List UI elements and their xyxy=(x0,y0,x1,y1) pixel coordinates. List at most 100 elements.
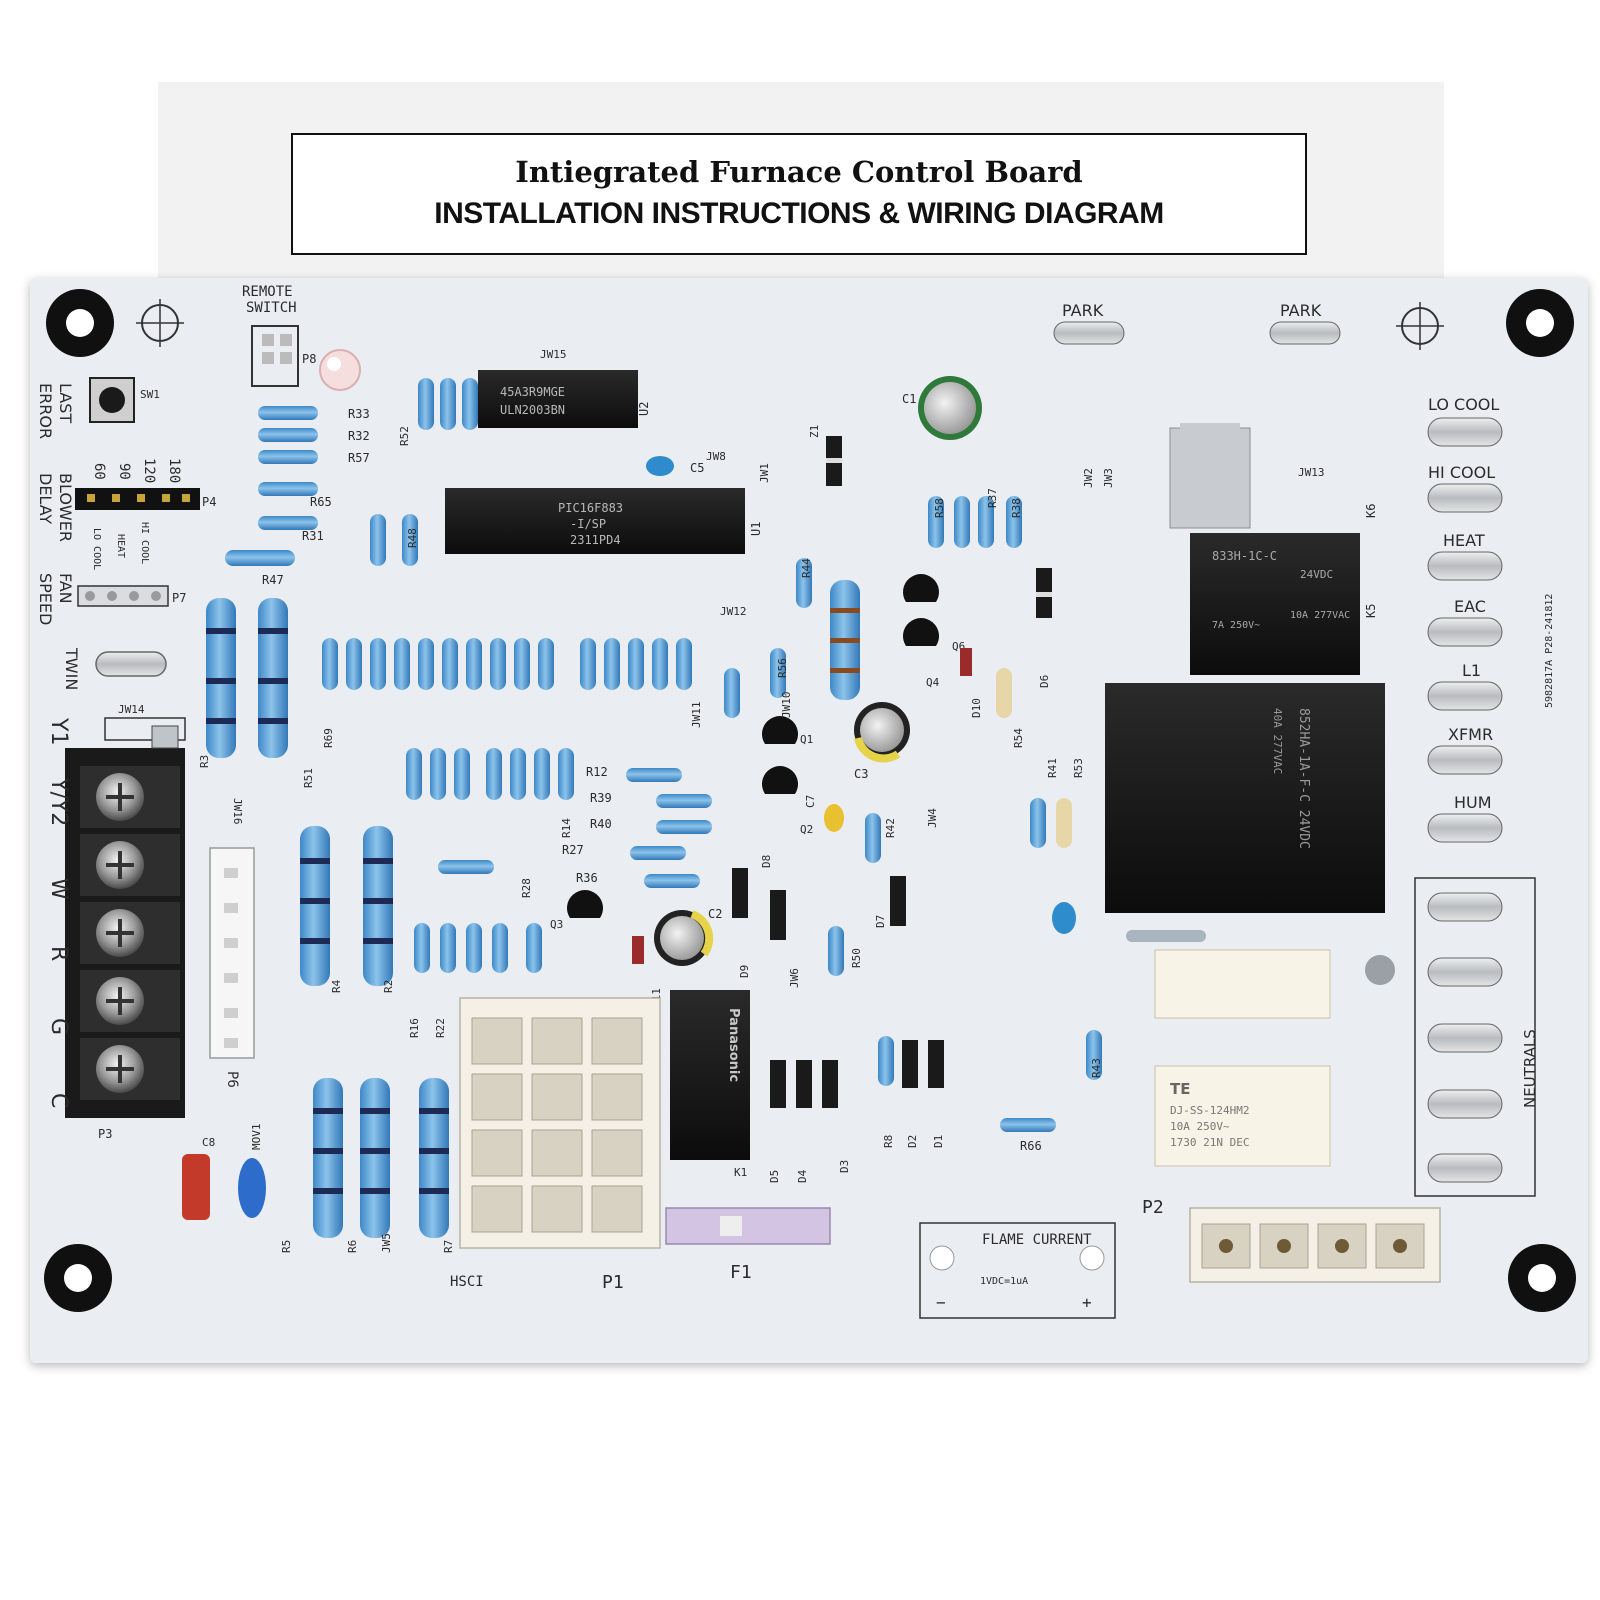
svg-text:R65: R65 xyxy=(310,495,332,509)
svg-text:+: + xyxy=(1082,1293,1092,1312)
svg-text:Panasonic: Panasonic xyxy=(726,1008,741,1082)
ic-u1: PIC16F883 -I/SP 2311PD4 U1 xyxy=(445,488,763,554)
page-subtitle: INSTALLATION INSTRUCTIONS & WIRING DIAGR… xyxy=(434,197,1164,230)
svg-text:HI COOL: HI COOL xyxy=(139,522,150,564)
terminal-eac: EAC xyxy=(1454,597,1486,616)
terminal-y1: Y1 xyxy=(46,717,71,745)
svg-text:F1: F1 xyxy=(730,1262,752,1283)
svg-text:R58: R58 xyxy=(933,498,946,518)
terminal-heat: HEAT xyxy=(1443,531,1485,550)
svg-text:60: 60 xyxy=(91,463,107,480)
svg-text:D5: D5 xyxy=(768,1170,781,1183)
svg-text:P4: P4 xyxy=(202,495,216,509)
connector-p1: HSCI P1 xyxy=(450,997,661,1293)
label-error: ERROR xyxy=(36,383,55,439)
svg-text:SW1: SW1 xyxy=(140,388,160,401)
svg-text:JW12: JW12 xyxy=(720,605,747,618)
svg-text:U2: U2 xyxy=(637,402,651,416)
label-speed: SPEED xyxy=(36,573,55,625)
svg-text:R33: R33 xyxy=(348,407,370,421)
svg-text:10A 250V~: 10A 250V~ xyxy=(1170,1120,1230,1133)
svg-text:R44: R44 xyxy=(800,558,813,578)
svg-text:C1: C1 xyxy=(902,392,916,406)
relay-k1: Panasonic K1 xyxy=(670,990,750,1179)
svg-text:R41: R41 xyxy=(1046,758,1059,778)
svg-text:DJ-SS-124HM2: DJ-SS-124HM2 xyxy=(1170,1104,1249,1117)
svg-text:C8: C8 xyxy=(202,1136,215,1149)
svg-text:JW5: JW5 xyxy=(380,1233,393,1253)
svg-text:TE: TE xyxy=(1170,1080,1190,1098)
svg-text:HSCI: HSCI xyxy=(450,1274,484,1290)
svg-text:R7: R7 xyxy=(442,1240,455,1253)
resistor-array-middle xyxy=(322,378,1102,1132)
svg-text:1730 21N DEC: 1730 21N DEC xyxy=(1170,1136,1249,1149)
svg-text:R48: R48 xyxy=(406,528,419,548)
svg-text:90: 90 xyxy=(116,463,132,480)
svg-text:R12: R12 xyxy=(586,765,608,779)
svg-text:K5: K5 xyxy=(1364,604,1378,618)
svg-text:U1: U1 xyxy=(749,522,763,536)
svg-text:R31: R31 xyxy=(302,529,324,543)
park-terminals: PARK PARK xyxy=(1053,301,1341,345)
terminal-hum: HUM xyxy=(1454,793,1492,812)
svg-text:P2: P2 xyxy=(1142,1197,1164,1218)
svg-text:C2: C2 xyxy=(708,907,722,921)
svg-text:PARK: PARK xyxy=(1280,301,1322,320)
svg-text:K6: K6 xyxy=(1364,504,1378,518)
svg-text:R51: R51 xyxy=(302,768,315,788)
terminal-lo-cool: LO COOL xyxy=(1428,395,1499,414)
svg-text:R5: R5 xyxy=(280,1240,293,1253)
connector-p2: P2 xyxy=(1142,1197,1441,1283)
last-error-button[interactable]: SW1 xyxy=(89,377,160,423)
svg-text:D1: D1 xyxy=(932,1135,945,1148)
svg-text:D8: D8 xyxy=(760,855,773,868)
relay-k5: 833H-1C-C 24VDC 7A 250V~ 10A 277VAC K5 K… xyxy=(1169,423,1378,675)
terminal-y-y2: Y/Y2 xyxy=(46,777,71,826)
right-spade-connectors xyxy=(1414,417,1536,1197)
svg-text:P7: P7 xyxy=(172,591,186,605)
svg-text:R28: R28 xyxy=(520,878,533,898)
thermostat-terminal-block: P3 xyxy=(65,748,185,1141)
svg-text:Z1: Z1 xyxy=(808,425,821,438)
svg-text:R16: R16 xyxy=(408,1018,421,1038)
svg-text:45A3R9MGE: 45A3R9MGE xyxy=(500,385,565,399)
svg-text:PARK: PARK xyxy=(1062,301,1104,320)
svg-text:R39: R39 xyxy=(590,791,612,805)
svg-text:TWIN: TWIN xyxy=(62,647,81,690)
twin-terminal[interactable]: TWIN xyxy=(62,647,167,690)
terminal-g: G xyxy=(46,1018,71,1035)
svg-text:JW16: JW16 xyxy=(231,798,244,825)
power-resistors xyxy=(206,580,860,1238)
connector-p6: P6 xyxy=(209,847,255,1088)
label-switch: SWITCH xyxy=(246,300,297,316)
fuse-f1: F1 xyxy=(665,1207,831,1283)
mounting-holes xyxy=(44,289,1576,1312)
svg-text:FLAME CURRENT: FLAME CURRENT xyxy=(982,1232,1092,1248)
svg-text:JW1: JW1 xyxy=(758,463,771,483)
terminal-c: C xyxy=(46,1093,71,1108)
label-blower: BLOWER xyxy=(56,473,75,542)
svg-text:JW8: JW8 xyxy=(706,450,726,463)
svg-text:R47: R47 xyxy=(262,573,284,587)
svg-text:833H-1C-C: 833H-1C-C xyxy=(1212,549,1277,563)
blower-delay-header[interactable]: 60 90 120 180 P4 xyxy=(75,458,216,510)
svg-text:R8: R8 xyxy=(882,1135,895,1148)
fan-speed-header[interactable]: LO COOL HEAT HI COOL P7 xyxy=(77,522,186,607)
terminal-w: W xyxy=(46,878,71,900)
transistors: Q6 Q4 Q1 Q2 Q3 xyxy=(550,574,965,931)
svg-text:JW15: JW15 xyxy=(540,348,567,361)
right-terminal-labels: LO COOL HI COOL HEAT EAC L1 XFMR HUM xyxy=(1428,395,1499,812)
label-fan: FAN xyxy=(56,573,75,604)
ic-u2: 45A3R9MGE ULN2003BN U2 JW15 xyxy=(478,348,651,428)
terminal-r: R xyxy=(46,946,71,961)
svg-text:R4: R4 xyxy=(330,979,343,993)
svg-text:JW13: JW13 xyxy=(1298,466,1325,479)
svg-text:ULN2003BN: ULN2003BN xyxy=(500,403,565,417)
diodes: Z1 D6 D10 D8 D7 D11 D9 D5 D4 D3 D2 D1 xyxy=(632,425,1052,1183)
svg-text:7A 250V~: 7A 250V~ xyxy=(1212,620,1260,631)
terminal-screws xyxy=(80,766,180,1100)
svg-text:R53: R53 xyxy=(1072,758,1085,778)
svg-text:R66: R66 xyxy=(1020,1139,1042,1153)
svg-text:R32: R32 xyxy=(348,429,370,443)
svg-text:LO COOL: LO COOL xyxy=(91,528,102,570)
